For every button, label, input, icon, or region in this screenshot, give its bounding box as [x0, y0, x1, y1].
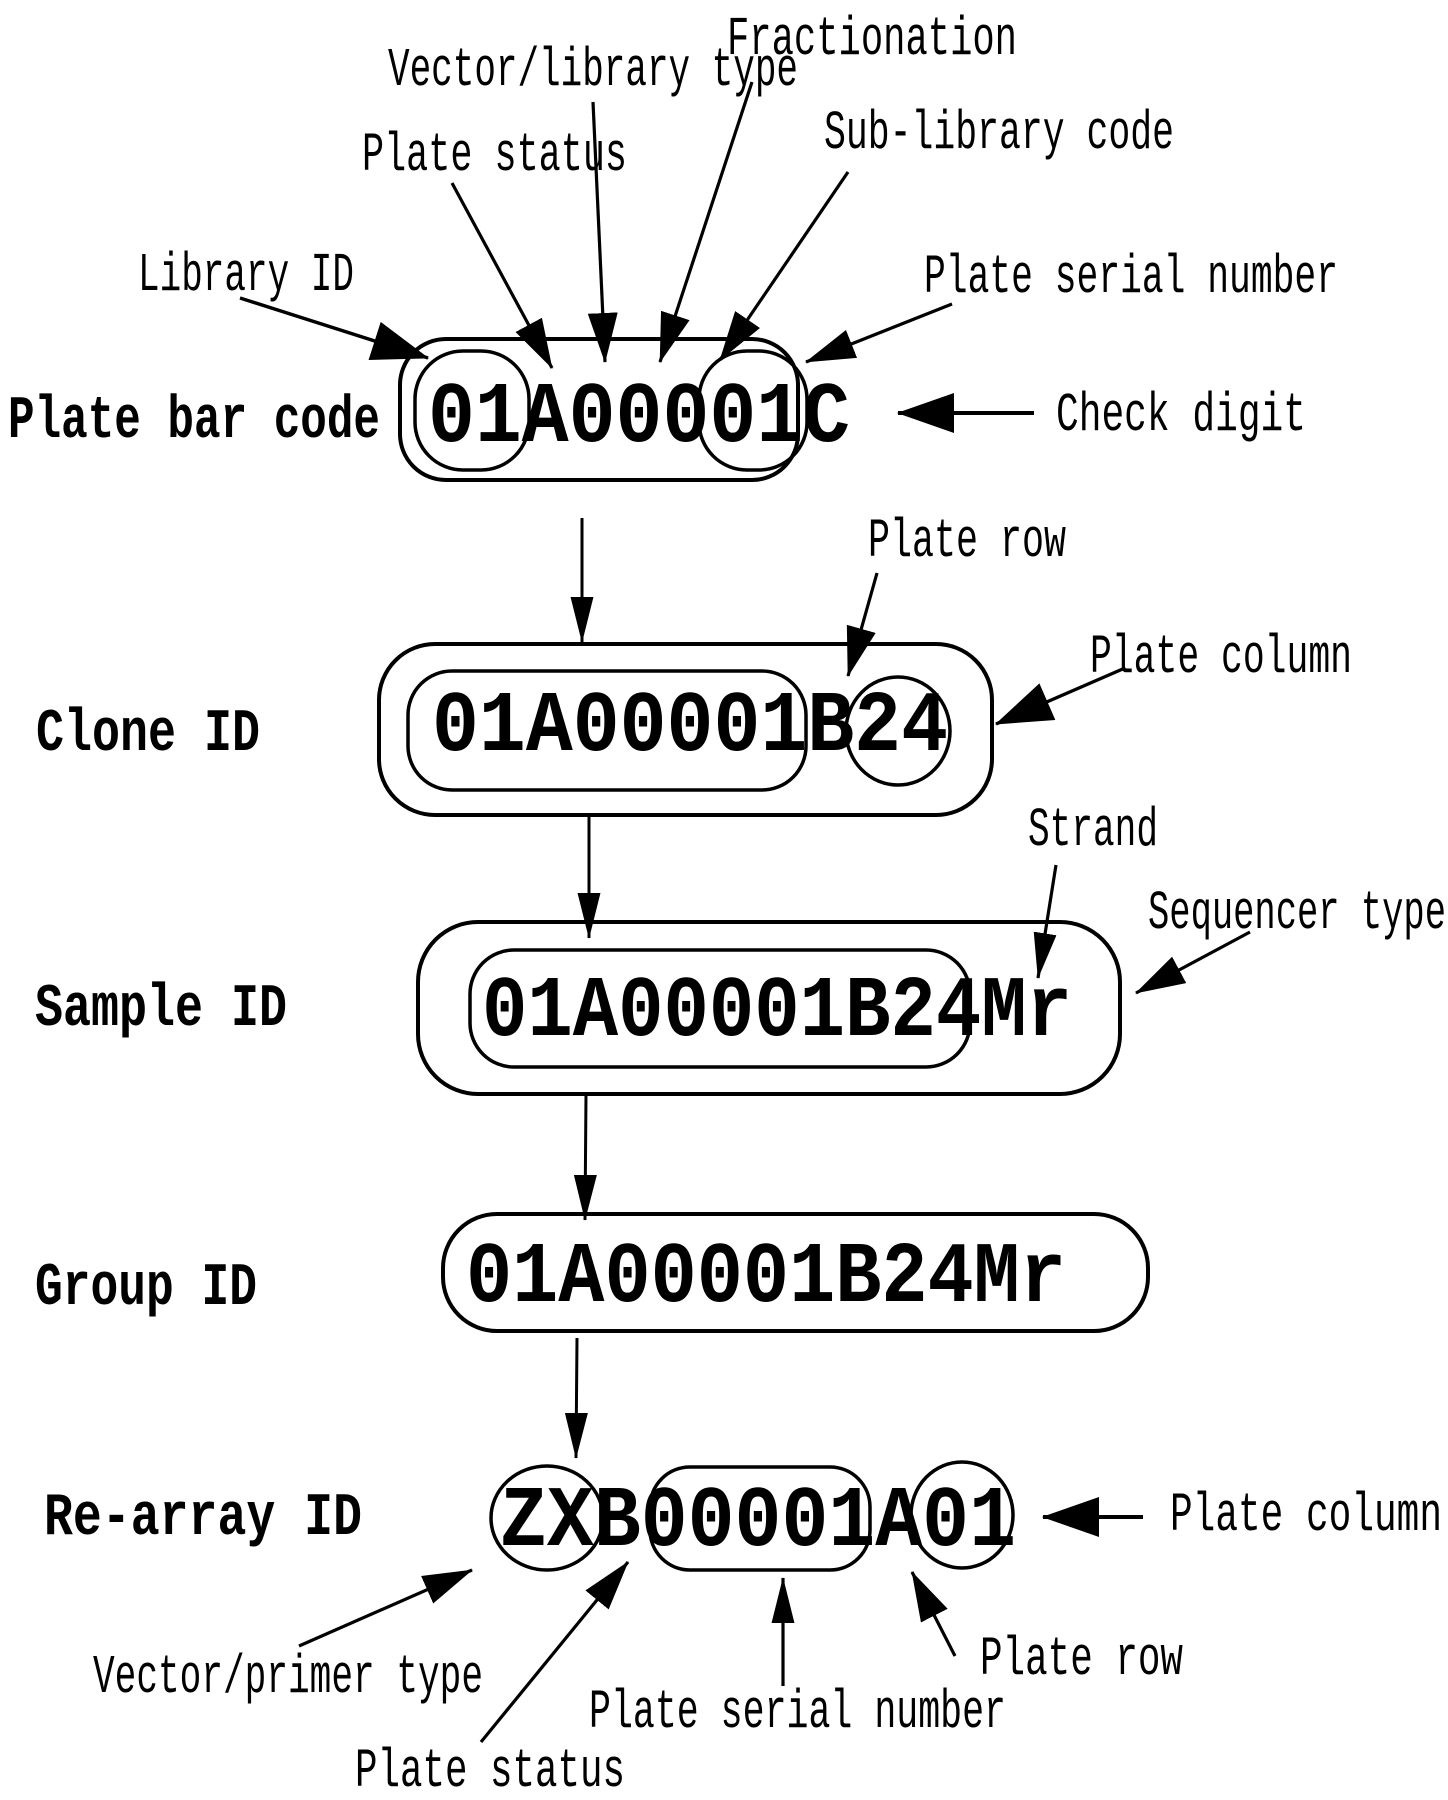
arrow-vector-primer-type	[298, 1568, 473, 1648]
re-array-id-row: Re-array ID ZXB00001A01 Plate column Vec…	[44, 1460, 1442, 1800]
arrow-strand	[1033, 864, 1058, 979]
row-label-group-id: Group ID	[35, 1255, 257, 1323]
clone-id-box	[377, 642, 994, 817]
row-label-re-array-id: Re-array ID	[44, 1485, 362, 1553]
label-fractionation: Fractionation	[727, 8, 1017, 71]
plate-bar-code-box	[398, 337, 800, 482]
label-plate-row-rearray: Plate row	[980, 1628, 1183, 1691]
label-sequencer-type: Sequencer type	[1148, 882, 1446, 945]
label-sub-library-code: Sub-library code	[824, 102, 1174, 165]
label-check-digit: Check digit	[1056, 384, 1306, 447]
arrow-plate-column-clone	[994, 666, 1126, 726]
clone-id-row: Clone ID 01A00001B24 Plate row Plate col…	[36, 510, 1352, 817]
sample-id-row: Sample ID 01A00001B24Mr Strand Sequencer…	[35, 799, 1446, 1096]
label-plate-row-clone: Plate row	[868, 510, 1066, 573]
row-label-plate-bar-code: Plate bar code	[8, 388, 380, 456]
plate-serial-oval	[697, 349, 809, 472]
label-plate-serial-number-rearray: Plate serial number	[589, 1681, 1006, 1744]
label-plate-serial-number-top: Plate serial number	[924, 246, 1338, 309]
code-sample-id: 01A00001B24Mr	[482, 963, 1072, 1061]
vector-primer-oval	[489, 1464, 605, 1572]
arrow-library-id	[239, 296, 430, 361]
arrow-plate-status-rearray	[479, 1560, 630, 1744]
label-vector-primer-type: Vector/primer type	[93, 1646, 483, 1709]
row-label-clone-id: Clone ID	[36, 701, 260, 769]
rearray-plate-column-oval	[909, 1460, 1015, 1570]
label-plate-column-clone: Plate column	[1090, 626, 1352, 689]
label-plate-status-rearray: Plate status	[355, 1740, 625, 1800]
code-group-id: 01A00001B24Mr	[466, 1229, 1066, 1327]
label-plate-column-rearray: Plate column	[1170, 1484, 1442, 1547]
plate-bar-code-row: Plate bar code 01A00001C	[8, 337, 850, 482]
label-vector-library-type: Vector/library type	[388, 39, 798, 102]
arrow-sample-to-group	[573, 1093, 597, 1221]
group-id-box	[441, 1212, 1150, 1333]
arrow-plate-row-clone	[846, 572, 879, 677]
label-library-id: Library ID	[138, 244, 354, 307]
arrow-sub-library-code	[718, 171, 850, 361]
library-id-oval	[413, 349, 531, 472]
arrow-fractionation	[658, 81, 754, 363]
arrow-plate-row-rearray	[910, 1571, 957, 1657]
code-re-array-id: ZXB00001A01	[500, 1473, 1016, 1571]
sample-id-box	[416, 920, 1122, 1096]
sample-clone-part-box	[468, 948, 972, 1069]
group-id-row: Group ID 01A00001B24Mr	[35, 1212, 1150, 1333]
row-label-sample-id: Sample ID	[35, 976, 287, 1044]
code-plate-bar-code: 01A00001C	[428, 369, 850, 467]
arrow-vector-library-type	[587, 101, 618, 363]
arrow-sequencer-type	[1135, 930, 1251, 995]
code-clone-id: 01A00001B24	[432, 678, 948, 776]
arrow-plate-serial-number-top	[805, 302, 953, 364]
clone-barcode-part-box	[406, 669, 808, 792]
label-plate-status-top: Plate status	[362, 124, 627, 187]
rearray-serial-box	[648, 1465, 872, 1572]
arrow-group-to-rearray	[564, 1337, 588, 1459]
label-strand: Strand	[1028, 799, 1158, 862]
top-annotations: Fractionation Vector/library type Plate …	[138, 8, 1338, 447]
plate-column-oval	[844, 675, 952, 787]
